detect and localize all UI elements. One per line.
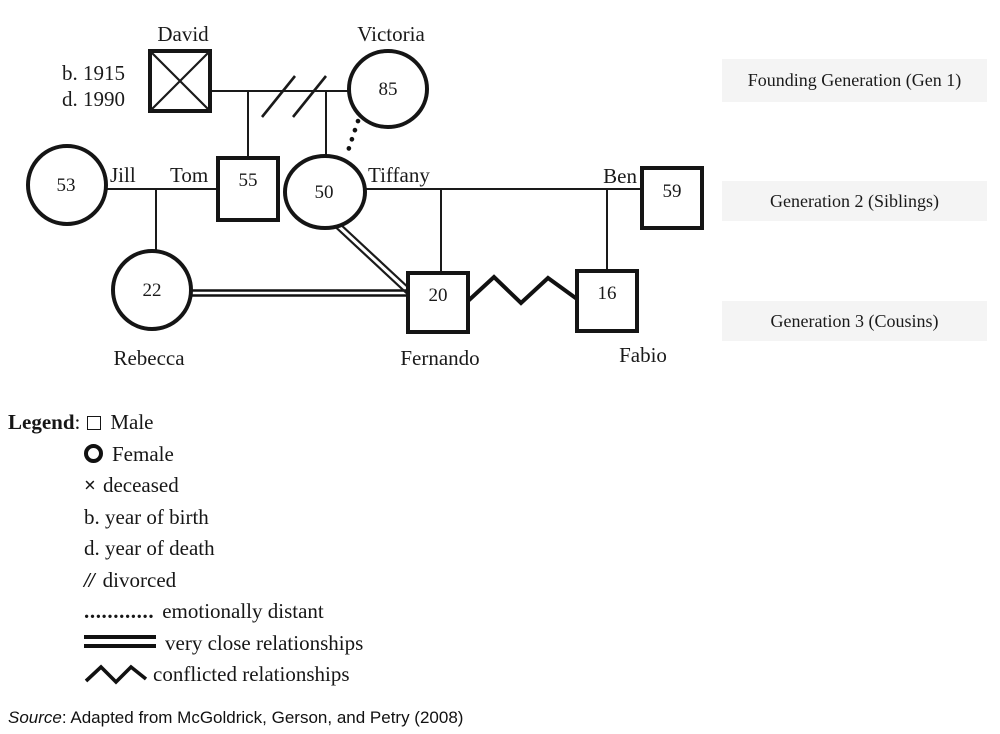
- victoria-name-label: Victoria: [357, 22, 425, 46]
- tiffany-name-label: Tiffany: [368, 163, 430, 187]
- jill-age: 53: [57, 175, 76, 196]
- legend-row-distant: ............ emotionally distant: [8, 596, 363, 628]
- legend-male-label: Male: [110, 410, 154, 434]
- source-text: : Adapted from McGoldrick, Gerson, and P…: [61, 708, 464, 727]
- legend-female-label: Female: [112, 441, 174, 466]
- tom-node-male-square: [216, 156, 280, 222]
- generation-label-gen3: Generation 3 (Cousins): [722, 301, 987, 341]
- generation-label-gen1: Founding Generation (Gen 1): [722, 59, 987, 102]
- emotionally-distant-line-victoria-tiffany: [343, 118, 361, 160]
- divorce-slash-1: [260, 75, 297, 118]
- legend-row-very-close: very close relationships: [8, 628, 363, 660]
- very-close-line-tiffany-fernando-a: [334, 226, 409, 295]
- david-birth-label: b. 1915: [62, 61, 125, 85]
- legend-very-close-label: very close relationships: [165, 630, 364, 655]
- divorced-slashes-icon: //: [84, 567, 95, 592]
- legend-title: Legend: [8, 410, 75, 434]
- david-name-label: David: [157, 22, 209, 46]
- legend-deceased-label: deceased: [102, 473, 179, 497]
- david-death-label: d. 1990: [62, 87, 125, 111]
- legend-birth-label: b. year of birth: [84, 504, 209, 529]
- legend-divorced-label: divorced: [102, 567, 177, 592]
- fernando-name-label: Fernando: [400, 346, 479, 370]
- legend-row-deceased: ×deceased: [8, 470, 363, 502]
- double-line-icon: [84, 634, 156, 648]
- tiffany-age: 50: [315, 182, 334, 203]
- rebecca-age: 22: [143, 280, 162, 301]
- female-circle-icon: [84, 443, 103, 463]
- fernando-age: 20: [429, 285, 448, 306]
- source-citation: Source: Adapted from McGoldrick, Gerson,…: [8, 708, 463, 728]
- legend-row-divorced: // divorced: [8, 565, 363, 597]
- zigzag-line-icon: [84, 664, 148, 685]
- male-square-icon: [87, 416, 102, 430]
- dotted-line-icon: ............: [84, 599, 155, 623]
- legend-death-label: d. year of death: [84, 536, 215, 560]
- jill-node-female-circle: [26, 144, 108, 226]
- rebecca-name-label: Rebecca: [113, 346, 185, 370]
- rebecca-node-female-circle: [111, 249, 193, 331]
- fernando-node-male-square: [406, 271, 470, 334]
- tom-age: 55: [239, 170, 258, 191]
- ben-node-male-square: [640, 166, 704, 230]
- legend-distant-label: emotionally distant: [162, 599, 324, 623]
- ben-age: 59: [663, 181, 682, 202]
- david-deceased-x-2: [149, 50, 211, 112]
- conflicted-line-fernando-fabio: [466, 274, 579, 306]
- fabio-node-male-square: [575, 269, 639, 333]
- generation-label-gen2: Generation 2 (Siblings): [722, 181, 987, 221]
- source-prefix: Source: [8, 708, 62, 727]
- very-close-line-tiffany-fernando-b: [338, 222, 413, 292]
- legend-row-death: d. year of death: [8, 533, 363, 565]
- legend-row-female: Female: [8, 439, 363, 471]
- fabio-name-label: Fabio: [619, 343, 667, 367]
- tiffany-node-female-circle: [283, 154, 367, 230]
- divorce-slash-2: [291, 75, 328, 118]
- victoria-node-female-circle: [347, 49, 429, 129]
- jill-name-label: Jill: [110, 163, 136, 187]
- deceased-x-icon: ×: [84, 473, 96, 497]
- tom-name-label: Tom: [170, 163, 208, 187]
- legend-row-birth: b. year of birth: [8, 502, 363, 534]
- legend-conflicted-label: conflicted relationships: [153, 662, 350, 686]
- legend-row-conflicted: conflicted relationships: [8, 659, 363, 691]
- ben-name-label: Ben: [603, 164, 637, 188]
- legend-separator: :: [74, 410, 81, 434]
- fabio-age: 16: [598, 283, 617, 304]
- legend: Legend: Male Female ×deceased b. year of …: [8, 407, 363, 691]
- victoria-age: 85: [379, 79, 398, 100]
- legend-row-male: Legend: Male: [8, 407, 363, 439]
- genogram-diagram: David b. 1915 d. 1990 Victoria 85 53 Jil…: [26, 22, 704, 370]
